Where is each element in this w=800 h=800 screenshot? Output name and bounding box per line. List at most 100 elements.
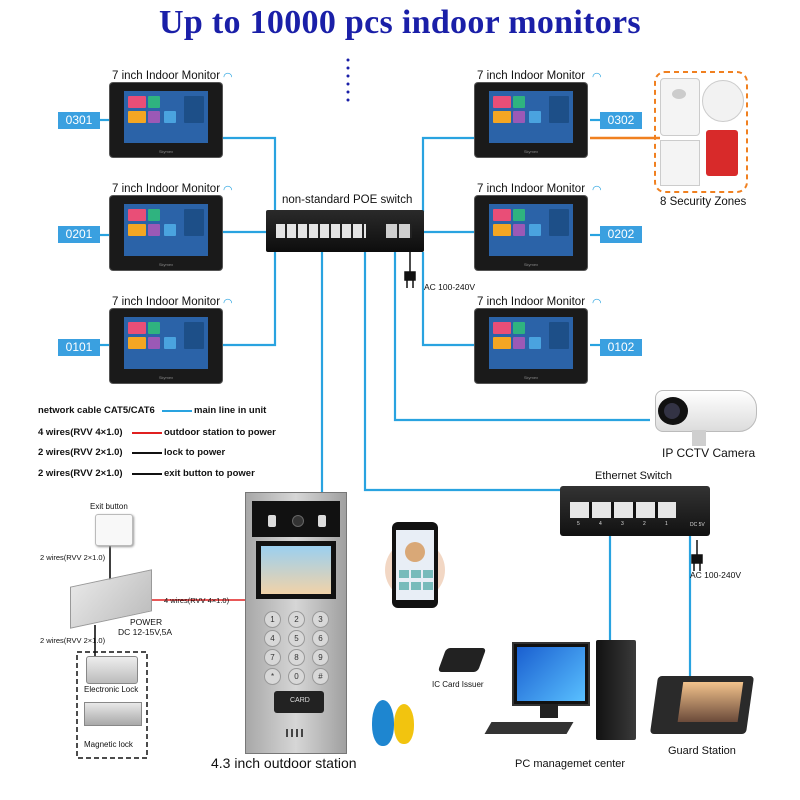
card-reader: CARD <box>274 691 324 713</box>
keypad-key[interactable]: 6 <box>312 630 329 647</box>
switch-ports <box>570 502 676 518</box>
switch-port-number: 1 <box>665 521 668 527</box>
switch-port-number: 2 <box>643 521 646 527</box>
wire-outdoor-label: 4 wires(RVV 4×1.0) <box>164 596 230 605</box>
wifi-icon: ◠ <box>223 184 233 196</box>
indoor-monitor-0102: Skymex <box>475 309 587 383</box>
magnetic-lock-label: Magnetic lock <box>84 740 133 749</box>
poe-ports <box>276 224 366 238</box>
monitor-label-0101: 7 inch Indoor Monitor <box>112 296 221 308</box>
wifi-icon: ◠ <box>592 184 602 196</box>
siren-icon <box>706 130 738 176</box>
unit-badge-0101: 0101 <box>58 339 100 356</box>
keypad-key[interactable]: 1 <box>264 611 281 628</box>
camera-panel <box>252 501 340 537</box>
speaker-grille <box>286 729 306 737</box>
outdoor-screen <box>256 541 336 599</box>
monitor-label-0102: 7 inch Indoor Monitor <box>477 296 586 308</box>
switch-dc-label: DC 5V <box>690 522 705 528</box>
monitor-label-0301: 7 inch Indoor Monitor <box>112 70 221 82</box>
ic-card-label: IC Card Issuer <box>432 680 484 689</box>
keypad-key[interactable]: 0 <box>288 668 305 685</box>
network-cables <box>100 118 692 680</box>
keypad-key[interactable]: 8 <box>288 649 305 666</box>
pc-label: PC managemet center <box>515 758 626 770</box>
unit-badge-0102: 0102 <box>600 339 642 356</box>
security-zones-label: 8 Security Zones <box>660 196 747 208</box>
switch-port-number: 5 <box>577 521 580 527</box>
keypad-key[interactable]: 7 <box>264 649 281 666</box>
indoor-monitor-0201: Skymex <box>110 196 222 270</box>
power-label: POWER <box>130 617 163 627</box>
keypad-key[interactable]: 3 <box>312 611 329 628</box>
key-fob-icon <box>372 700 394 746</box>
legend-exit-desc: exit button to power <box>164 468 255 479</box>
legend-4wire-text: 4 wires(RVV 4×1.0) <box>38 427 123 438</box>
card-reader-label: CARD <box>290 697 310 704</box>
legend-network-text: network cable CAT5/CAT6 <box>38 405 155 416</box>
power-spec: DC 12-15V,5A <box>118 627 173 637</box>
ethernet-power-label: AC 100-240V <box>690 570 742 580</box>
legend-lock-desc: lock to power <box>164 447 226 458</box>
ethernet-power-cord <box>691 540 703 571</box>
left-wires <box>94 540 245 660</box>
keypad-key[interactable]: # <box>312 668 329 685</box>
guard-label: Guard Station <box>668 745 736 757</box>
cctv-label: IP CCTV Camera <box>662 446 756 460</box>
unit-badge-0202: 0202 <box>600 226 642 243</box>
wire-exit-label: 2 wires(RVV 2×1.0) <box>40 553 106 562</box>
ethernet-switch-label: Ethernet Switch <box>595 470 673 482</box>
monitor-label-0202: 7 inch Indoor Monitor <box>477 183 586 195</box>
monitor-label-0201: 7 inch Indoor Monitor <box>112 183 221 195</box>
uplink-ports <box>386 224 412 238</box>
pc-monitor-stand <box>540 704 558 718</box>
exit-button-icon <box>95 514 133 546</box>
keypad-key[interactable]: * <box>264 668 281 685</box>
keypad-key[interactable]: 9 <box>312 649 329 666</box>
smoke-detector-icon <box>702 80 744 122</box>
continuation-dots <box>346 58 350 102</box>
wifi-icon: ◠ <box>592 297 602 309</box>
guard-station-icon <box>649 676 755 734</box>
door-sensor-icon <box>660 140 700 186</box>
unit-badge-0301: 0301 <box>58 112 100 129</box>
legend-row-network: network cable CAT5/CAT6 <box>38 405 155 416</box>
poe-power-cord <box>404 252 416 288</box>
legend-exit-text: 2 wires(RVV 2×1.0) <box>38 468 123 479</box>
indoor-monitor-0301: Skymex <box>110 83 222 157</box>
keypad-key[interactable]: 5 <box>288 630 305 647</box>
electronic-lock-label: Electronic Lock <box>84 685 139 694</box>
keyboard-icon <box>484 722 574 734</box>
keypad-key[interactable]: 2 <box>288 611 305 628</box>
exit-button-label: Exit button <box>90 502 128 511</box>
unit-badge-0302: 0302 <box>600 112 642 129</box>
pc-monitor-icon <box>512 642 590 706</box>
poe-power-label: AC 100-240V <box>424 282 476 292</box>
electronic-lock-icon <box>86 656 138 684</box>
pc-tower-icon <box>596 640 636 740</box>
legend-lock-text: 2 wires(RVV 2×1.0) <box>38 447 123 458</box>
key-fob-icon <box>394 704 414 744</box>
outdoor-station-label: 4.3 inch outdoor station <box>211 755 357 771</box>
poe-switch <box>266 210 424 252</box>
wire-lock-label: 2 wires(RVV 2×1.0) <box>40 636 106 645</box>
keypad-key[interactable]: 4 <box>264 630 281 647</box>
lock-group-box <box>76 651 148 759</box>
poe-switch-label: non-standard POE switch <box>282 194 413 206</box>
wifi-icon: ◠ <box>592 71 602 83</box>
cctv-mount <box>692 430 706 446</box>
indoor-monitor-0101: Skymex <box>110 309 222 383</box>
magnetic-lock-icon <box>84 702 142 726</box>
indoor-monitor-0202: Skymex <box>475 196 587 270</box>
switch-port-number: 3 <box>621 521 624 527</box>
page-title: Up to 10000 pcs indoor monitors <box>159 4 641 41</box>
indoor-monitor-0302: Skymex <box>475 83 587 157</box>
cctv-camera-icon <box>655 390 757 432</box>
legend-network-desc: main line in unit <box>194 405 267 416</box>
legend-swatches <box>132 410 192 475</box>
